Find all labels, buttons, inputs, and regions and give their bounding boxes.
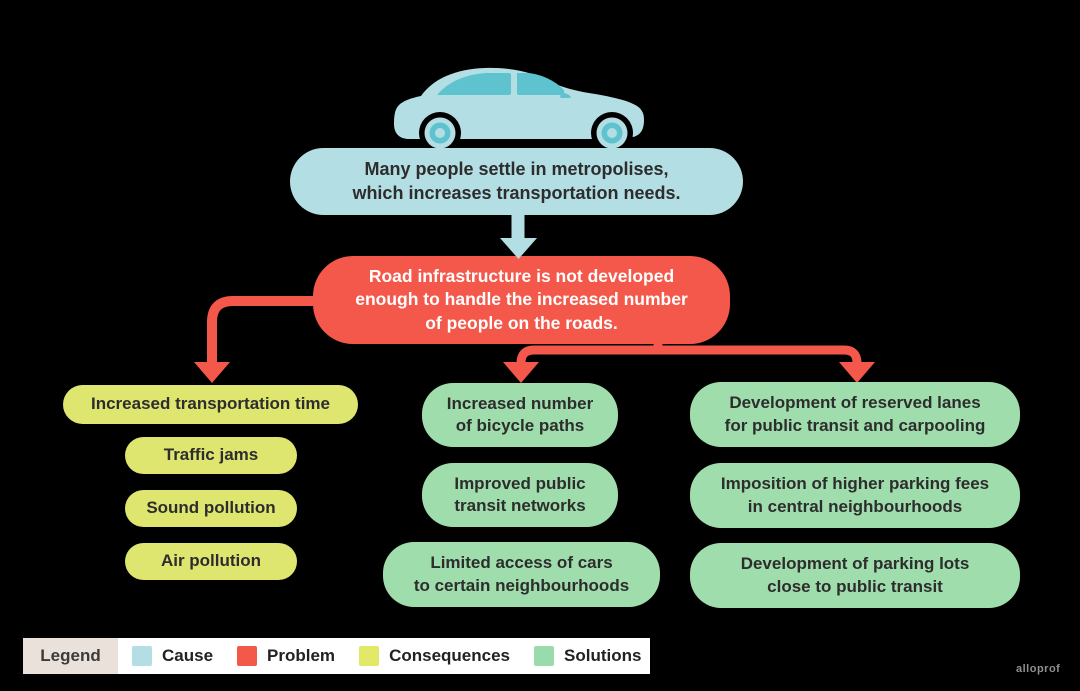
legend-item-label: Consequences: [389, 646, 510, 665]
legend-title: Legend: [23, 638, 118, 674]
solution-box-reserved-lanes: Development of reserved lanes for public…: [690, 382, 1020, 447]
legend-item-label: Problem: [267, 646, 336, 665]
solution-label: Improved public transit networks: [454, 473, 586, 515]
cause-color-swatch-icon: [132, 646, 152, 666]
legend-item-label: Solutions: [564, 646, 642, 665]
arrow-elbow-left-red-icon: [194, 296, 313, 383]
consequence-box-sound-pollution: Sound pollution: [125, 490, 297, 527]
solution-label: Increased number of bicycle paths: [446, 393, 594, 435]
solution-label: Limited access of cars to certain neighb…: [413, 553, 630, 595]
solutions-color-swatch-icon: [534, 646, 554, 666]
consequences-color-swatch-icon: [359, 646, 380, 666]
solution-box-bicycle-paths: Increased number of bicycle paths: [422, 383, 618, 447]
solution-box-transit-networks: Improved public transit networks: [422, 463, 618, 527]
problem-text: Road infrastructure is not developed eno…: [355, 266, 688, 333]
consequence-box-increased-transportation-time: Increased transportation time: [63, 385, 358, 424]
arrow-branch-red-icon: [503, 340, 875, 383]
legend-item-consequences: Consequences: [359, 646, 510, 666]
solution-label: Development of parking lots close to pub…: [740, 554, 970, 596]
cause-text: Many people settle in metropolises, whic…: [352, 159, 681, 203]
legend-item-solutions: Solutions: [534, 646, 641, 666]
solution-box-parking-fees: Imposition of higher parking fees in cen…: [690, 463, 1020, 528]
consequence-box-air-pollution: Air pollution: [125, 543, 297, 580]
arrow-down-teal-icon: [500, 214, 537, 259]
solution-label: Imposition of higher parking fees in cen…: [720, 474, 990, 516]
legend-item-problem: Problem: [237, 646, 335, 666]
consequence-label: Increased transportation time: [90, 394, 330, 414]
car-icon: [394, 67, 644, 152]
legend-item-cause: Cause: [132, 646, 213, 666]
solution-box-parking-lots: Development of parking lots close to pub…: [690, 543, 1020, 608]
problem-color-swatch-icon: [237, 646, 258, 666]
cause-box: Many people settle in metropolises, whic…: [290, 148, 743, 215]
legend-items: Cause Problem Consequences Solutions: [118, 638, 650, 674]
legend-item-label: Cause: [162, 646, 214, 665]
consequence-label: Sound pollution: [146, 498, 276, 518]
solution-label: Development of reserved lanes for public…: [724, 393, 986, 435]
consequence-label: Traffic jams: [163, 445, 259, 465]
consequence-label: Air pollution: [160, 551, 262, 571]
consequence-box-traffic-jams: Traffic jams: [125, 437, 297, 474]
solution-box-limited-car-access: Limited access of cars to certain neighb…: [383, 542, 660, 607]
legend: Legend Cause Problem Consequences Soluti…: [23, 638, 650, 674]
problem-box: Road infrastructure is not developed eno…: [313, 256, 730, 344]
alloprof-logo: alloprof: [1016, 663, 1061, 675]
